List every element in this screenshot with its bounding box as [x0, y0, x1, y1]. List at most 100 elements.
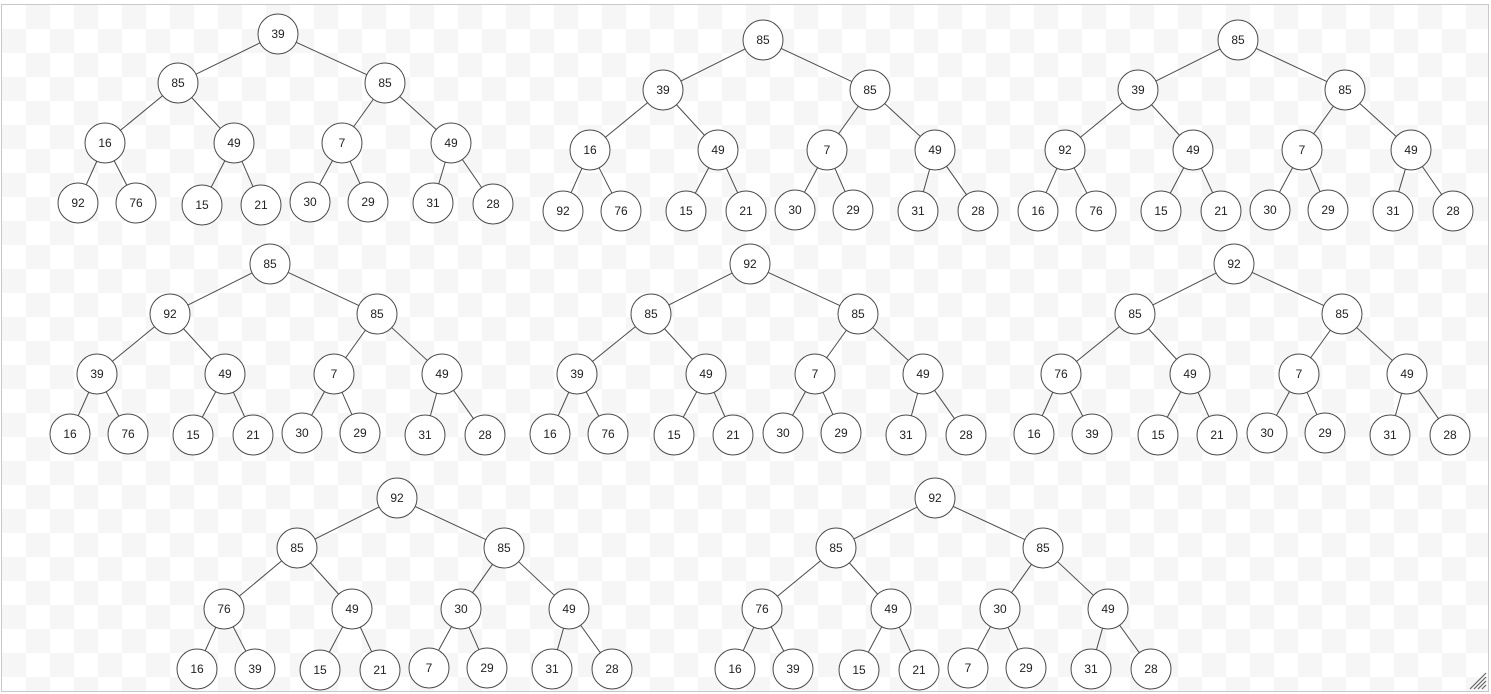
node-value: 7: [824, 143, 831, 157]
tree-node: 85: [1022, 527, 1064, 569]
tree-edge: [287, 272, 360, 306]
node-value: 16: [1027, 427, 1041, 441]
tree-edge: [113, 160, 128, 186]
tree-edge: [977, 626, 991, 651]
tree-node: 28: [1429, 414, 1471, 456]
tree-edge: [345, 329, 366, 359]
tree-node: 92: [729, 243, 771, 285]
node-circle: [331, 588, 373, 630]
tree-node: 21: [725, 190, 767, 232]
tree-edge: [664, 328, 693, 360]
node-value: 85: [851, 307, 865, 321]
node-value: 30: [776, 426, 790, 440]
tree-edge: [518, 561, 555, 596]
tree-node: 28: [1130, 648, 1172, 690]
node-circle: [257, 13, 299, 55]
tree-node: 31: [885, 414, 927, 456]
tree-node: 49: [331, 588, 373, 630]
node-value: 7: [1296, 367, 1303, 381]
node-value: 85: [1335, 307, 1349, 321]
node-value: 76: [601, 427, 615, 441]
node-circle: [957, 190, 999, 232]
node-value: 29: [1318, 426, 1332, 440]
node-circle: [697, 129, 739, 171]
tree-node: 49: [204, 353, 246, 395]
tree-node: 49: [685, 353, 727, 395]
tree-node: 85: [157, 62, 199, 104]
node-value: 30: [295, 426, 309, 440]
node-value: 29: [361, 195, 375, 209]
tree-node: 29: [347, 181, 389, 223]
node-circle: [1432, 190, 1474, 232]
node-circle: [741, 588, 783, 630]
tree-edge: [580, 624, 601, 654]
tree-edge: [438, 162, 446, 184]
tree-node: 29: [339, 412, 381, 454]
tree-node: 49: [1169, 353, 1211, 395]
node-circle: [1196, 414, 1238, 456]
node-value: 92: [928, 491, 942, 505]
node-value: 21: [726, 428, 740, 442]
node-circle: [321, 122, 363, 164]
node-circle: [204, 353, 246, 395]
tree-edge: [770, 626, 785, 652]
tree-edge: [319, 160, 333, 185]
node-circle: [742, 19, 784, 61]
tree-node: 85: [630, 293, 672, 335]
node-value: 21: [1210, 428, 1224, 442]
tree-node: 15: [181, 184, 223, 226]
node-value: 39: [1131, 83, 1145, 97]
tree-node: 49: [430, 122, 472, 164]
node-value: 28: [1144, 662, 1158, 676]
node-value: 16: [543, 427, 557, 441]
node-circle: [712, 414, 754, 456]
tree-edge: [1309, 168, 1321, 192]
tree-node: 16: [84, 122, 126, 164]
node-circle: [240, 184, 282, 226]
node-circle: [1217, 19, 1259, 61]
tree-edge: [183, 328, 212, 360]
resize-grip-icon[interactable]: [1467, 670, 1487, 690]
node-value: 31: [545, 662, 559, 676]
tree-node: 21: [1200, 190, 1242, 232]
tree-edge: [204, 627, 217, 651]
node-circle: [1040, 353, 1082, 395]
tree-node: 30: [762, 412, 804, 454]
tree-node: 85: [1217, 19, 1259, 61]
tree-node: 29: [820, 412, 862, 454]
tree-node: 15: [653, 414, 695, 456]
node-value: 30: [303, 195, 317, 209]
tree-edge: [676, 104, 705, 136]
node-value: 21: [739, 204, 753, 218]
node-circle: [149, 293, 191, 335]
node-value: 49: [884, 602, 898, 616]
node-circle: [1390, 129, 1432, 171]
node-value: 76: [755, 602, 769, 616]
tree-edge: [838, 105, 859, 135]
node-value: 28: [1443, 428, 1457, 442]
tree-edge: [713, 392, 726, 417]
node-circle: [794, 353, 836, 395]
node-circle: [157, 62, 199, 104]
tree-node: 31: [404, 414, 446, 456]
node-value: 15: [1154, 204, 1168, 218]
node-circle: [1075, 190, 1117, 232]
tree-edge: [1398, 169, 1406, 192]
node-circle: [172, 414, 214, 456]
node-circle: [548, 588, 590, 630]
tree-node: 92: [1044, 129, 1086, 171]
node-circle: [569, 129, 611, 171]
node-circle: [1070, 648, 1112, 690]
tree-edge: [1155, 48, 1221, 82]
tree-node: 29: [1304, 412, 1346, 454]
tree-node: 15: [838, 649, 880, 691]
node-circle: [849, 69, 891, 111]
node-value: 21: [912, 663, 926, 677]
tree-node: 85: [1324, 69, 1366, 111]
node-circle: [1114, 293, 1156, 335]
node-value: 49: [1400, 367, 1414, 381]
node-circle: [587, 413, 629, 455]
tree-edge: [1310, 329, 1331, 359]
